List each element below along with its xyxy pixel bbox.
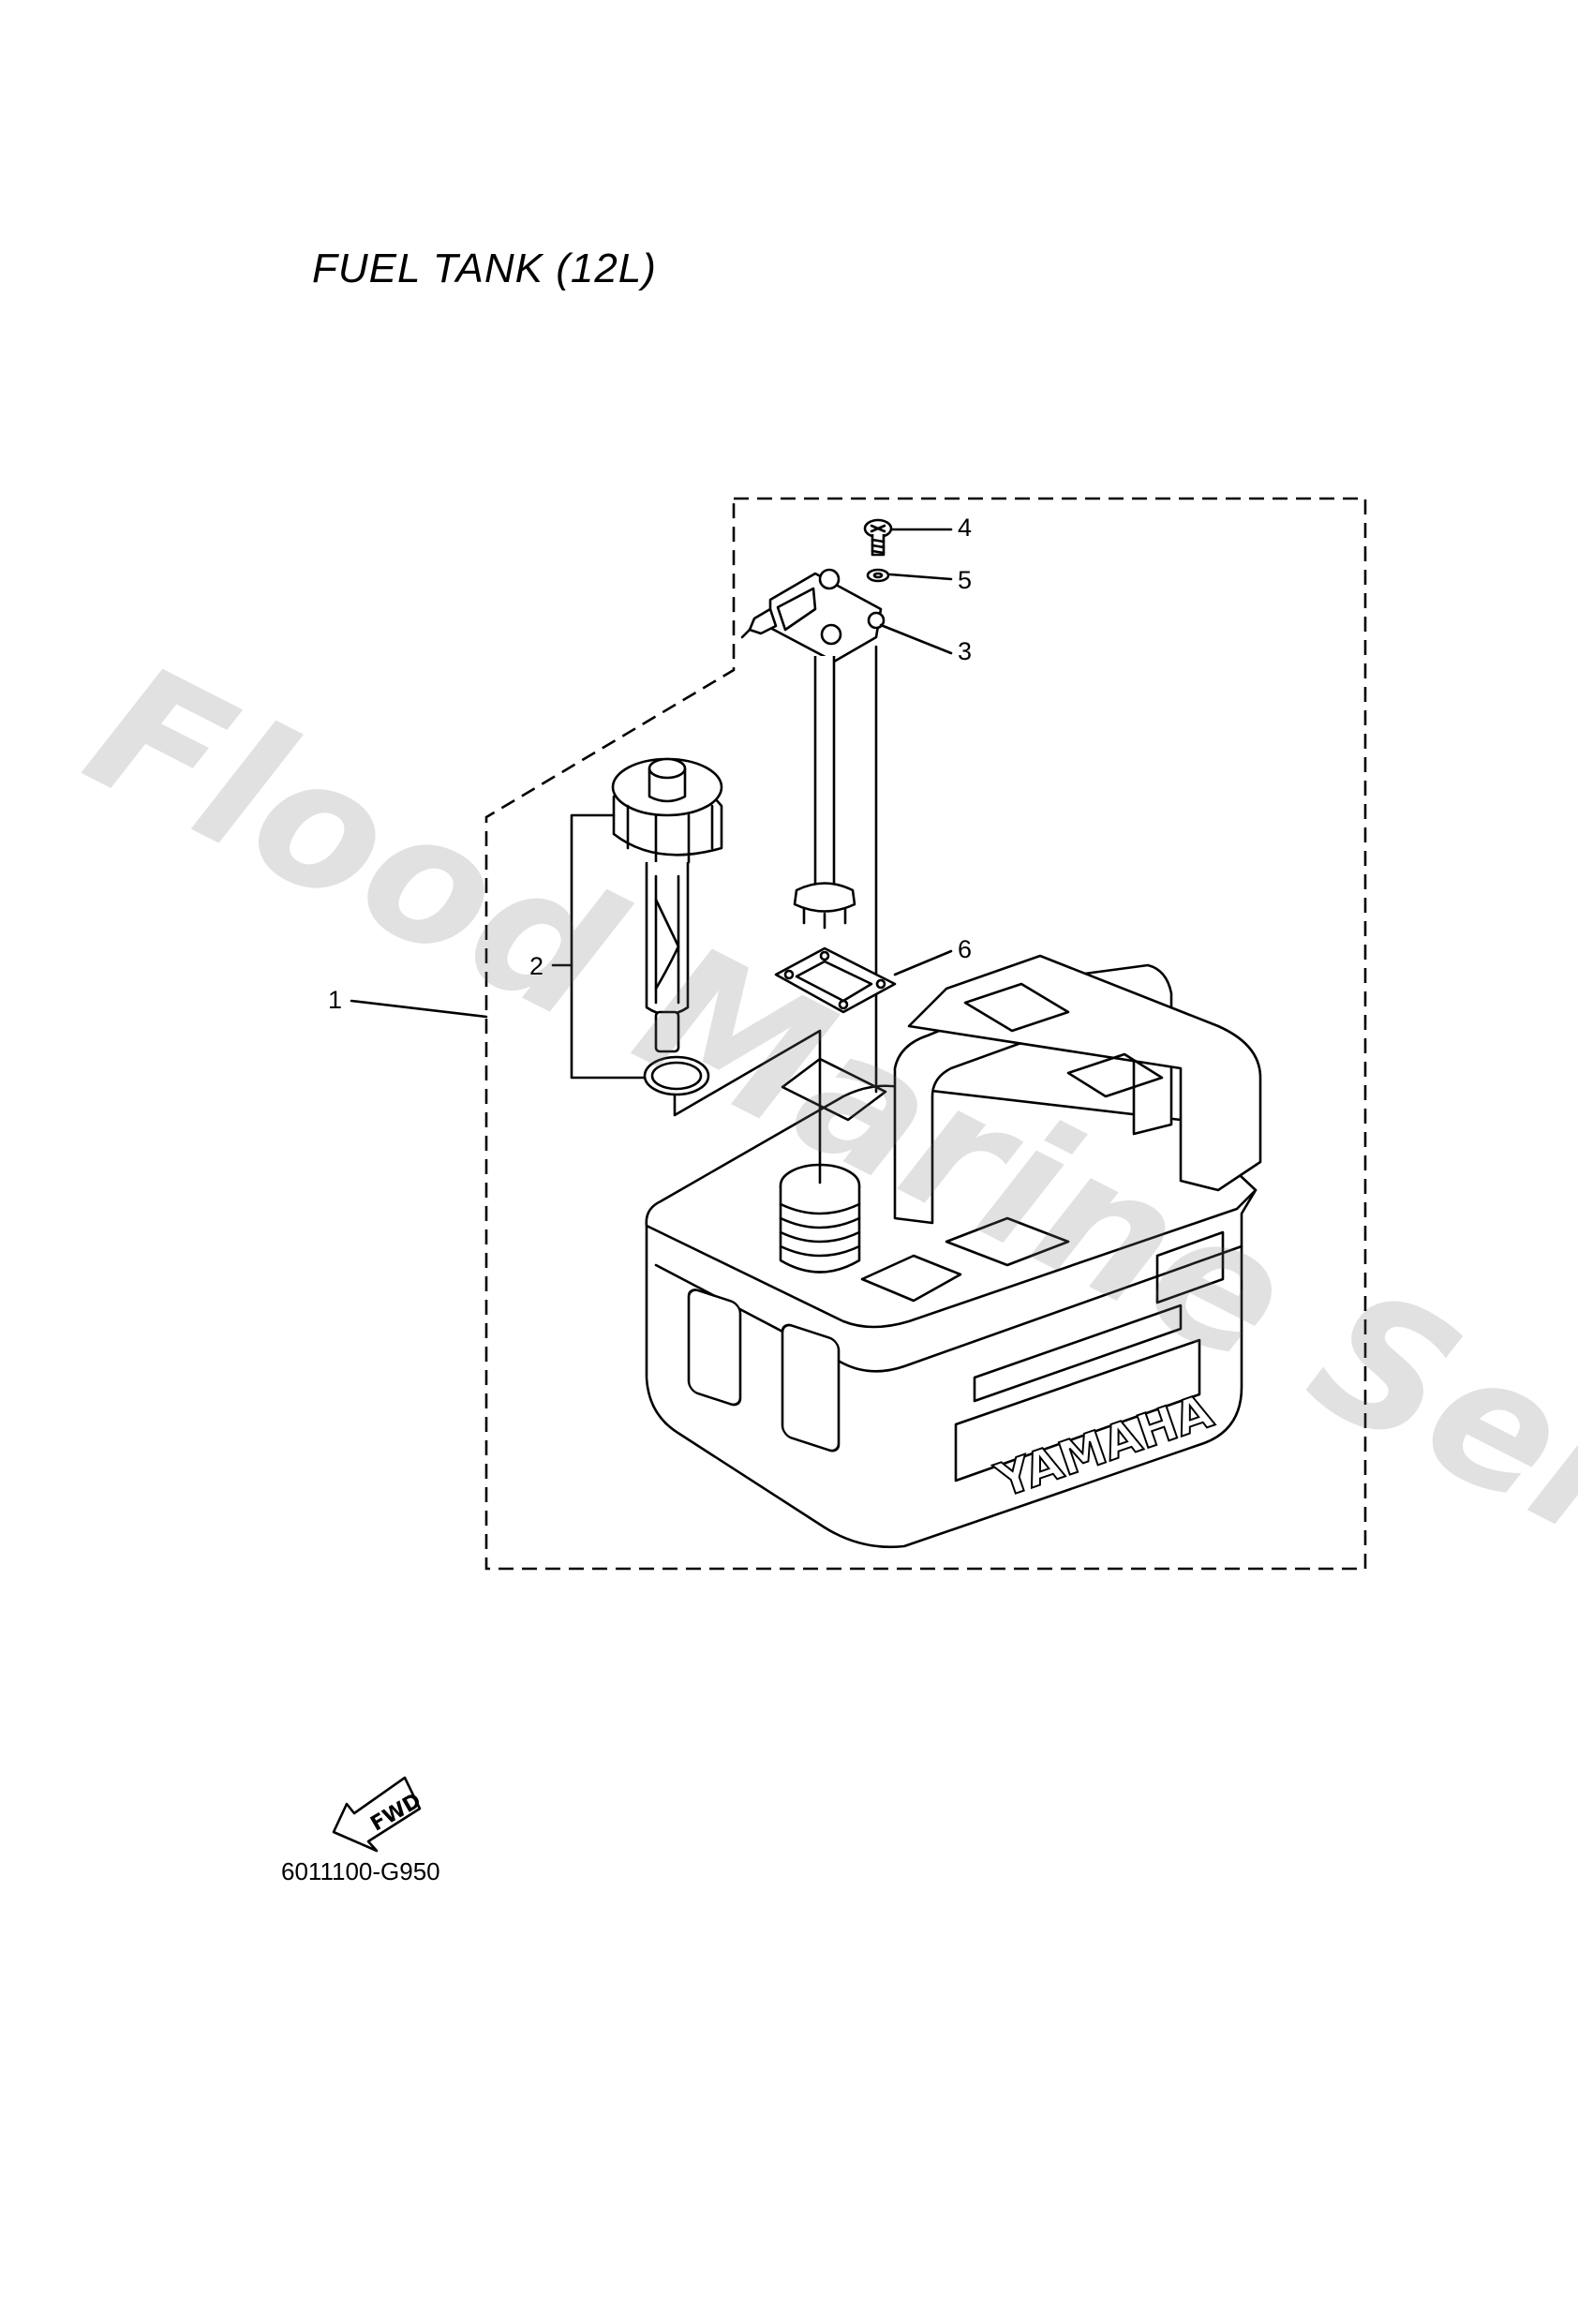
washer-part — [866, 568, 890, 583]
gasket-part — [774, 946, 897, 1014]
diagram-code: 6011100-G950 — [281, 1857, 440, 1885]
leader-line-6 — [893, 949, 953, 976]
fuel-joint-assembly — [740, 568, 886, 1094]
callout-6: 6 — [958, 935, 973, 963]
fuel-tank-body: YAMAHA — [645, 954, 1262, 1549]
fwd-arrow-icon: FWD — [332, 1776, 425, 1853]
callout-3: 3 — [958, 637, 973, 665]
diagram-title: FUEL TANK (12L) — [312, 246, 657, 291]
fuel-gauge-assembly — [551, 757, 822, 1184]
callout-4: 4 — [958, 514, 973, 542]
callout-1: 1 — [328, 986, 343, 1014]
callout-5: 5 — [958, 566, 973, 594]
assembly-boundary — [484, 497, 1367, 1571]
leader-line-1 — [350, 999, 488, 1019]
leader-line-3 — [879, 623, 953, 655]
leader-line-5 — [888, 573, 953, 581]
screw-part — [863, 518, 893, 557]
callout-2: 2 — [529, 952, 544, 980]
